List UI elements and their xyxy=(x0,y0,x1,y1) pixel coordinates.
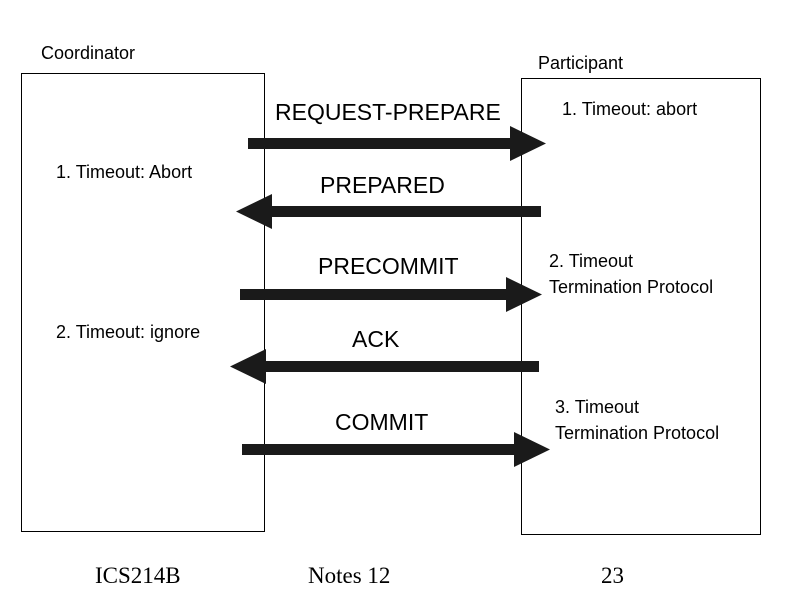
footer-page-number: 23 xyxy=(601,563,624,588)
coordinator-note-2: 2. Timeout: ignore xyxy=(56,322,201,342)
arrow-prepared xyxy=(236,194,541,229)
message-label-ack: ACK xyxy=(352,326,400,352)
coordinator-box xyxy=(21,73,265,532)
message-label-commit: COMMIT xyxy=(335,409,429,435)
arrow-precommit xyxy=(240,277,542,312)
participant-note-3: 3. Timeout Termination Protocol xyxy=(555,394,719,446)
message-label-prepared: PREPARED xyxy=(320,172,445,198)
participant-note-3-line-2: Termination Protocol xyxy=(555,423,720,443)
footer-notes: Notes 12 xyxy=(308,563,391,588)
participant-note-2-line-1: 2. Timeout xyxy=(549,251,634,271)
coordinator-note-1: 1. Timeout: Abort xyxy=(56,162,193,182)
participant-title: Participant xyxy=(538,53,624,73)
participant-note-2: 2. Timeout Termination Protocol xyxy=(549,248,713,300)
participant-note-1: 1. Timeout: abort xyxy=(562,99,698,119)
arrow-request-prepare xyxy=(248,126,546,161)
message-label-precommit: PRECOMMIT xyxy=(318,253,459,279)
coordinator-title: Coordinator xyxy=(41,43,136,63)
participant-box xyxy=(521,78,761,535)
participant-note-3-line-1: 3. Timeout xyxy=(555,397,640,417)
message-label-request-prepare: REQUEST-PREPARE xyxy=(275,99,501,125)
arrow-ack xyxy=(230,349,539,384)
footer-course: ICS214B xyxy=(95,563,181,588)
participant-note-2-line-2: Termination Protocol xyxy=(549,277,714,297)
arrow-commit xyxy=(242,432,550,467)
